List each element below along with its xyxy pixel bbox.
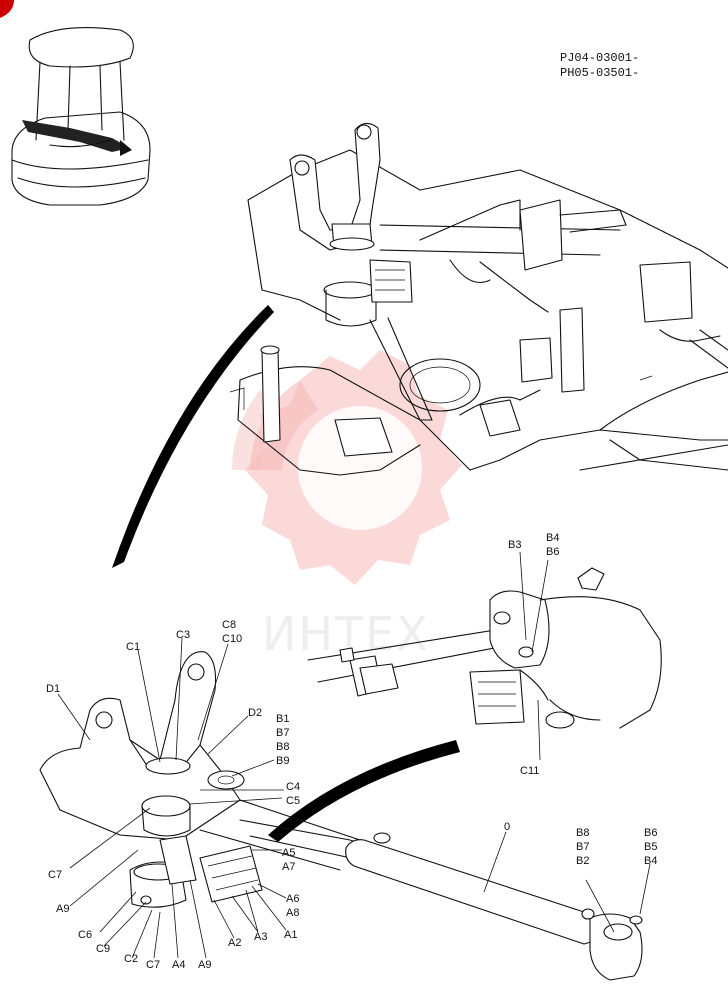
callout-b8-right: B8 <box>576 827 589 839</box>
callout-d1: D1 <box>46 683 60 695</box>
callout-a4: A4 <box>172 959 185 971</box>
callout-a1: A1 <box>284 929 297 941</box>
callout-d2: D2 <box>248 707 262 719</box>
serial-code-1: PJ04-03001- <box>560 51 639 65</box>
callout-c1: C1 <box>126 641 140 653</box>
callout-c7-left: C7 <box>48 869 62 881</box>
callout-a2: A2 <box>228 937 241 949</box>
callout-c10: C10 <box>222 633 242 645</box>
callout-c7-bottom: C7 <box>146 959 160 971</box>
callout-b3: B3 <box>508 539 521 551</box>
serial-code-2: PH05-03501- <box>560 66 639 80</box>
callout-c2: C2 <box>124 953 138 965</box>
callout-c9: C9 <box>96 943 110 955</box>
zoom-wedge-upper <box>112 305 274 568</box>
zoom-wedge-lower <box>268 740 460 842</box>
lower-assembly-drawing <box>39 651 643 981</box>
callout-b7-right: B7 <box>576 841 589 853</box>
callout-a3: A3 <box>254 931 267 943</box>
callout-c8: C8 <box>222 619 236 631</box>
callout-b6-right: B6 <box>644 827 657 839</box>
machine-thumbnail <box>11 26 151 206</box>
upper-frame-drawing <box>229 122 728 476</box>
callout-b4: B4 <box>546 532 559 544</box>
leader-lines <box>57 551 651 959</box>
callout-b9: B9 <box>276 755 289 767</box>
watermark: ИНТЕХ <box>231 350 462 661</box>
callout-a5: A5 <box>282 847 295 859</box>
callout-a6: A6 <box>286 893 299 905</box>
callout-b1: B1 <box>276 713 289 725</box>
callout-0: 0 <box>504 821 510 833</box>
callout-b8: B8 <box>276 741 289 753</box>
cylinder-rod-detail <box>307 567 662 729</box>
callout-c11: C11 <box>520 765 539 777</box>
callout-b6: B6 <box>546 546 559 558</box>
watermark-gear-logo <box>231 350 462 585</box>
corner-badge <box>0 0 14 18</box>
callout-labels: B3 B4 B6 C11 C8 C10 C3 C1 D1 D2 B1 B7 B8… <box>46 532 657 971</box>
callout-b5: B5 <box>644 841 657 853</box>
callout-a9-left: A9 <box>56 903 69 915</box>
callout-a9-bottom: A9 <box>198 959 211 971</box>
callout-a8: A8 <box>286 907 299 919</box>
callout-b7: B7 <box>276 727 289 739</box>
callout-b2: B2 <box>576 855 589 867</box>
callout-c5: C5 <box>286 795 300 807</box>
callout-c6: C6 <box>78 929 92 941</box>
callout-b4-right: B4 <box>644 855 657 867</box>
callout-c4: C4 <box>286 781 300 793</box>
callout-c3: C3 <box>176 629 190 641</box>
callout-a7: A7 <box>282 861 295 873</box>
